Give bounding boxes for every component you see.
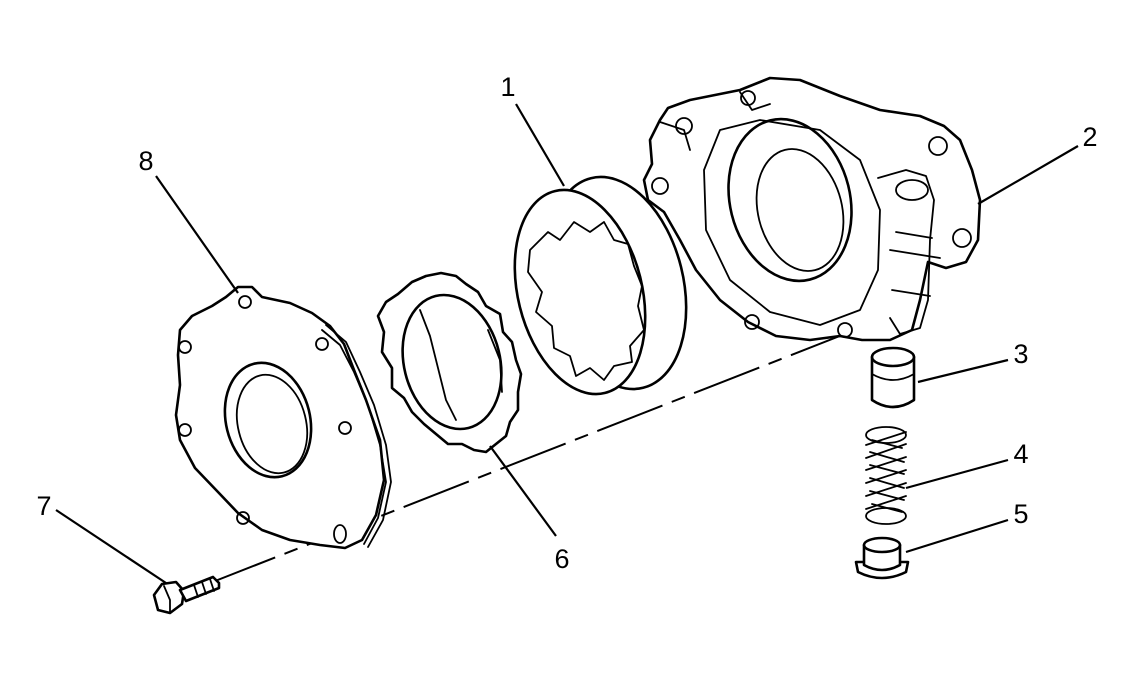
callout-3: 3 [1013, 339, 1028, 369]
callout-7: 7 [36, 491, 51, 521]
leader-lines [55, 103, 1079, 584]
callout-8: 8 [138, 146, 153, 176]
inner-gear-part-6 [376, 271, 523, 454]
callout-6: 6 [554, 544, 569, 574]
bolt-part-7 [152, 575, 221, 615]
plug-part-5 [854, 536, 910, 580]
pump-cover-part-8 [174, 285, 392, 550]
spring-part-4 [865, 426, 907, 525]
callout-5: 5 [1013, 499, 1028, 529]
outer-gear-part-1 [513, 175, 688, 396]
callout-4: 4 [1013, 439, 1028, 469]
callout-labels: 1 2 3 4 5 6 7 8 [36, 72, 1097, 574]
relief-valve-part-3 [870, 346, 916, 409]
callout-2: 2 [1082, 122, 1097, 152]
pump-housing-part-2 [642, 76, 982, 342]
callout-1: 1 [500, 72, 515, 102]
